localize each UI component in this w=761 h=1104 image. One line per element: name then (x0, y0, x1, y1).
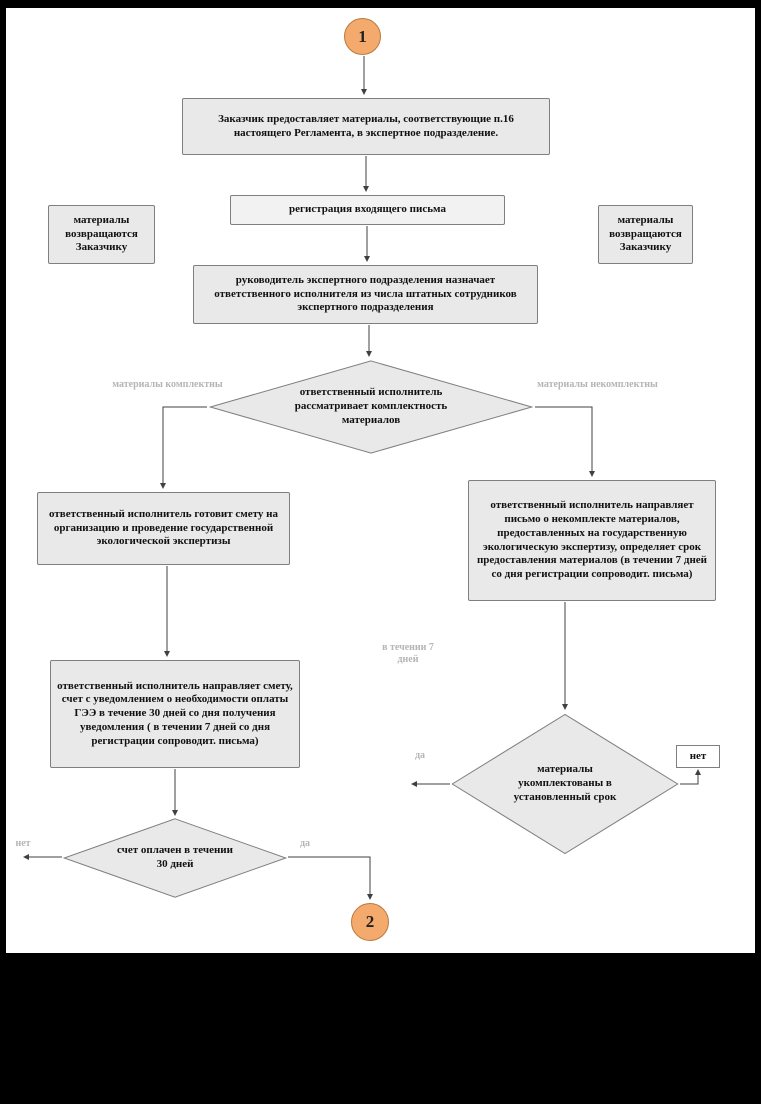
invoice-paid-diamond: счет оплачен в течении 30 дней (62, 818, 288, 898)
completeness-review-diamond: ответственный исполнитель рассматривает … (207, 360, 535, 454)
materials-returned-left-box: материалы возвращаются Заказчику (48, 205, 155, 264)
invoice-paid-label: счет оплачен в течении 30 дней (117, 844, 233, 870)
completeness-review-label: ответственный исполнитель рассматривает … (294, 386, 448, 426)
diamond-shape (450, 713, 680, 855)
materials-incomplete-label: материалы некомплектны (537, 379, 658, 390)
start-connector-circle: 1 (344, 18, 381, 55)
invoice-sending-box: ответственный исполнитель направляет сме… (50, 660, 300, 768)
yes-label-materials: да (414, 750, 426, 761)
materials-completed-diamond: материалы укомплектованы в установленный… (450, 713, 680, 855)
incoming-letter-registration-box: регистрация входящего письма (230, 195, 505, 225)
seven-days-label: в течении 7 дней (382, 642, 434, 665)
estimate-preparation-box: ответственный исполнитель готовит смету … (37, 492, 290, 565)
diamond-shape (62, 818, 288, 898)
incomplete-letter-box: ответственный исполнитель направляет пис… (468, 480, 716, 601)
yes-label-invoice: да (299, 838, 311, 849)
head-assigns-executor-box: руководитель экспертного подразделения н… (193, 265, 538, 324)
customer-materials-box: Заказчик предоставляет материалы, соотве… (182, 98, 550, 155)
materials-returned-right-box: материалы возвращаются Заказчику (598, 205, 693, 264)
no-label-invoice: нет (15, 838, 31, 849)
end-connector-circle: 2 (351, 903, 389, 941)
materials-complete-label: материалы комплектны (112, 379, 223, 390)
diamond-shape (207, 360, 535, 454)
materials-completed-label: материалы укомплектованы в установленный… (513, 763, 617, 803)
no-result-box: нет (676, 745, 720, 768)
